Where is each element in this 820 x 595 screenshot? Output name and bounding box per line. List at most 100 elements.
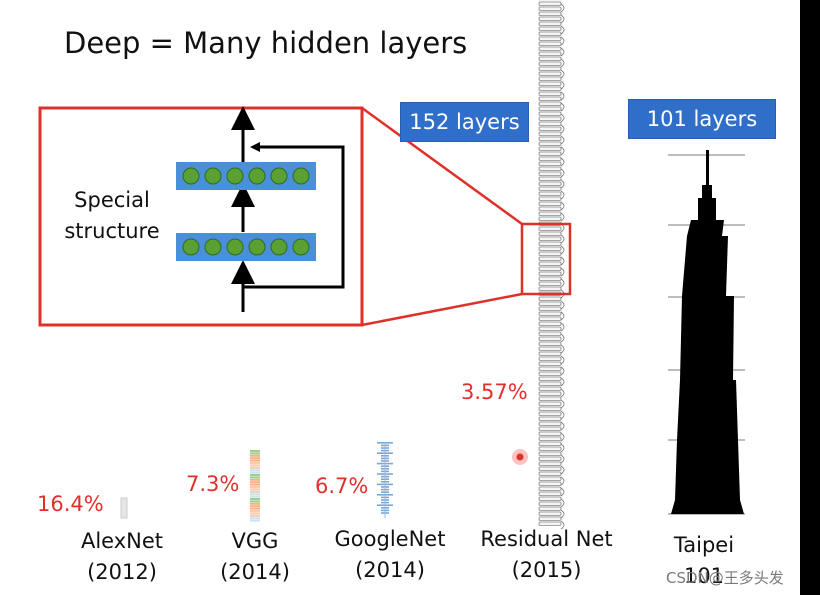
vgg-layer <box>250 519 260 522</box>
resnet-skip <box>560 454 565 464</box>
resnet-skip <box>560 410 565 420</box>
resnet-layer <box>538 71 562 76</box>
resnet-layer <box>538 441 562 446</box>
residual-year: (2015) <box>511 558 582 582</box>
resnet-layer <box>538 176 562 181</box>
resnet-layer <box>538 376 562 381</box>
resnet-layer <box>538 241 562 246</box>
resnet-layer <box>538 411 562 416</box>
googlenet-year: (2014) <box>355 558 425 582</box>
vgg-layer <box>250 462 260 464</box>
resnet-layer <box>538 146 562 151</box>
resnet-layer <box>538 226 562 231</box>
residual-label: Residual Net (2015) <box>474 524 619 586</box>
resnet-layer <box>538 56 562 61</box>
vgg-layer <box>250 490 260 493</box>
resnet-layer <box>538 426 562 431</box>
page-title: Deep = Many hidden layers <box>64 26 468 60</box>
googlenet-label: GoogleNet (2014) <box>325 524 455 586</box>
edge-bar <box>800 0 820 595</box>
resnet-layer <box>538 261 562 266</box>
pointer-dot <box>516 453 524 461</box>
resnet-layer <box>538 1 562 6</box>
vgg-layer <box>250 502 260 505</box>
resnet-layer <box>538 131 562 136</box>
resnet-layer <box>538 41 562 46</box>
resnet-skip <box>560 168 565 178</box>
resnet-layer <box>538 506 562 511</box>
resnet-layer <box>538 391 562 396</box>
resnet-layer <box>538 206 562 211</box>
taipei-label: Taipei 101 <box>664 530 744 592</box>
resnet-layer <box>538 266 562 271</box>
special-structure-line1: Special <box>74 188 150 212</box>
zoom-connector-top <box>361 106 523 226</box>
resnet-skip <box>560 344 565 354</box>
vgg-error: 7.3% <box>186 472 240 496</box>
neuron <box>248 167 266 185</box>
resnet-layer <box>538 401 562 406</box>
watermark: CSDN@王多头发 <box>666 569 784 587</box>
vgg-name: VGG <box>231 529 279 553</box>
resnet-skip <box>560 256 565 266</box>
resnet-skip <box>560 388 565 398</box>
resnet-skip <box>560 201 565 211</box>
vgg-layer <box>250 488 260 491</box>
neuron <box>270 167 288 185</box>
resnet-layer <box>538 486 562 491</box>
resnet-layer <box>538 336 562 341</box>
resnet-layer <box>538 321 562 326</box>
resnet-skip <box>560 278 565 288</box>
resnet-skip <box>560 212 565 222</box>
resnet-skip <box>560 377 565 387</box>
resnet-layer <box>538 356 562 361</box>
resnet-layer <box>538 436 562 441</box>
resnet-skip <box>560 245 565 255</box>
vgg-layer <box>250 450 260 452</box>
vgg-label: VGG (2014) <box>205 526 305 588</box>
resnet-layer <box>538 316 562 321</box>
vgg-layer <box>250 495 260 498</box>
resnet-layer <box>538 516 562 521</box>
tower-silhouette <box>671 150 744 514</box>
resnet-layer <box>538 81 562 86</box>
resnet-layer <box>538 26 562 31</box>
resnet-skip <box>560 135 565 145</box>
vgg-layer <box>250 493 260 496</box>
neuron <box>226 167 244 185</box>
resnet-skip <box>560 3 565 13</box>
skip-connection <box>243 145 345 289</box>
vgg-layer <box>250 464 260 467</box>
resnet-skip <box>560 234 565 244</box>
resnet-layer <box>538 16 562 21</box>
resnet-skip <box>560 80 565 90</box>
neuron <box>292 238 310 256</box>
vgg-layer <box>250 457 260 460</box>
taipei-101-tower <box>668 150 745 515</box>
resnet-skip <box>560 498 565 508</box>
taipei-year: 101 <box>683 564 725 588</box>
vgg-layer <box>250 507 260 510</box>
resnet-skip <box>560 91 565 101</box>
resnet-skip <box>560 333 565 343</box>
resnet-layer <box>538 371 562 376</box>
vgg-layer <box>250 478 260 481</box>
resnet-layer <box>538 301 562 306</box>
resnet-layer <box>538 151 562 156</box>
resnet-layer <box>538 76 562 81</box>
resnet-skip <box>560 124 565 134</box>
neuron <box>182 167 200 185</box>
resnet-skip <box>560 14 565 24</box>
skip-arrowhead <box>250 142 260 152</box>
vgg-year: (2014) <box>220 560 290 584</box>
resnet-layer <box>538 116 562 121</box>
resnet-column-bg <box>538 0 562 525</box>
resnet-layer <box>538 236 562 241</box>
special-structure-frame <box>38 106 364 327</box>
vgg-layer <box>250 512 260 515</box>
alexnet-error: 16.4% <box>37 492 104 516</box>
resnet-layer <box>538 101 562 106</box>
resnet-layer <box>538 351 562 356</box>
resnet-layer <box>538 246 562 251</box>
